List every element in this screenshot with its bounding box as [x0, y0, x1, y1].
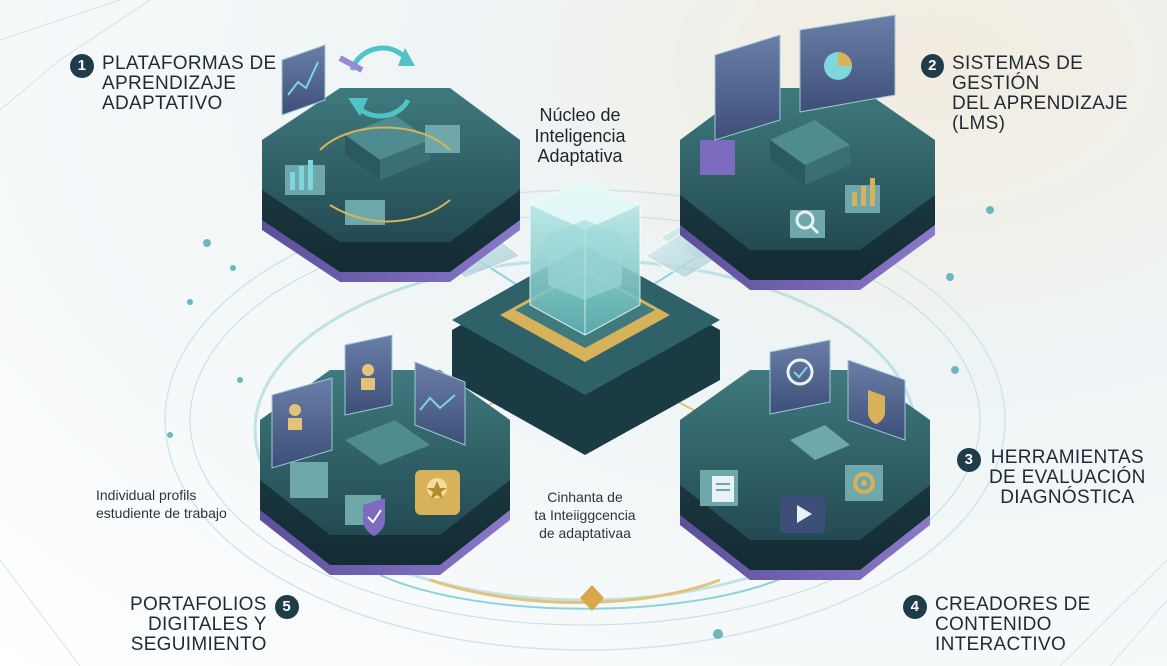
gear-icon	[853, 472, 875, 494]
module-label-5: PORTAFOLIOS DIGITALES Y SEGUIMIENTO 5	[130, 595, 299, 655]
central-core	[452, 179, 720, 455]
checkmark-icon	[769, 339, 831, 415]
core-caption: Cinhanta de ta Inteiiggcencia de adaptat…	[534, 489, 636, 542]
number-badge: 1	[70, 54, 94, 78]
number-badge: 5	[274, 595, 299, 619]
number-badge: 4	[903, 595, 927, 619]
decorative-dots	[167, 206, 994, 639]
magnifier-icon	[795, 210, 820, 235]
bar-chart-icon	[852, 178, 875, 206]
module-title: SISTEMAS DE GESTIÓN DEL APRENDIZAJE (LMS…	[952, 53, 1128, 134]
line-chart-icon	[281, 44, 326, 116]
line-chart-icon	[414, 361, 466, 446]
module-title: PLATAFORMAS DE APRENDIZAJE ADAPTATIVO	[102, 53, 277, 114]
document-icon	[712, 476, 734, 502]
module-label-2: 2 SISTEMAS DE GESTIÓN DEL APRENDIZAJE (L…	[921, 54, 1167, 134]
individual-profile-note: Individual profils estudiente de trabajo	[96, 487, 227, 522]
video-play-icon	[780, 495, 825, 533]
pie-chart-icon	[824, 52, 852, 80]
profile-card-icon	[271, 334, 393, 469]
module-title: CREADORES DE CONTENIDO INTERACTIVO	[935, 594, 1091, 655]
module-title: PORTAFOLIOS DIGITALES Y SEGUIMIENTO	[130, 594, 267, 655]
module-label-4: 4 CREADORES DE CONTENIDO INTERACTIVO	[903, 595, 1091, 655]
bar-chart-icon	[290, 160, 313, 190]
diamond-marker	[580, 585, 604, 611]
shield-check-icon	[363, 498, 385, 536]
number-badge: 2	[921, 54, 945, 78]
core-title: Núcleo de Inteligencia Adaptativa	[534, 105, 626, 167]
platform-lms	[680, 88, 935, 290]
module-title: HERRAMIENTAS DE EVALUACIÓN DIAGNÓSTICA	[989, 447, 1146, 508]
shield-check-icon	[847, 359, 906, 441]
module-label-1: 1 PLATAFORMAS DE APRENDIZAJE ADAPTATIVO	[70, 54, 277, 114]
cycle-arrows-icon	[338, 45, 415, 119]
module-label-3: 3 HERRAMIENTAS DE EVALUACIÓN DIAGNÓSTICA	[957, 448, 1146, 508]
medal-icon	[415, 470, 460, 515]
number-badge: 3	[957, 448, 981, 472]
